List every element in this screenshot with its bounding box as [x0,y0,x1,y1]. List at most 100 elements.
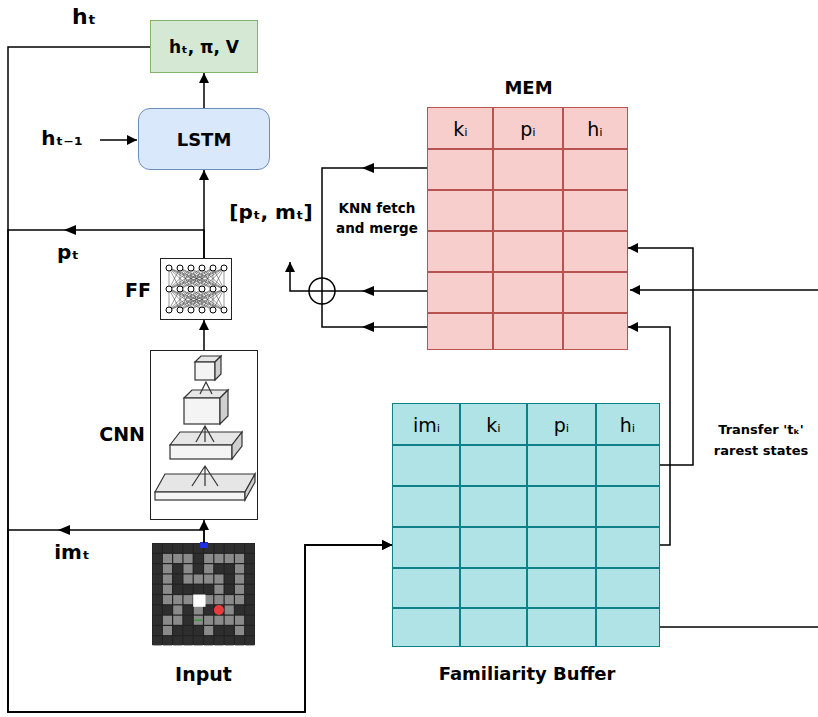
connector [8,530,392,712]
maze-cell [225,595,234,604]
maze-cell [184,616,193,625]
maze-cell [163,605,172,614]
maze-cell [204,636,213,645]
maze-cell [225,544,234,553]
node-text: hᵢ [587,118,602,140]
table-rule [595,404,597,646]
network-unit [221,307,227,313]
table-rule [393,526,659,528]
network-link [213,289,224,310]
table-rule [526,404,528,646]
maze-cell [214,595,223,604]
text-cell: pᵢ [527,404,596,445]
maze-cell [194,585,203,594]
maze-cell [184,605,193,614]
maze-cell [163,636,172,645]
maze-cell [225,564,234,573]
maze-cell [173,585,182,594]
network-icon [166,265,227,313]
maze-cell [184,554,193,563]
maze-cell [235,585,244,594]
signal-label: hₜ₋₁ [26,126,98,150]
memory-table: MEMkᵢpᵢhᵢ [427,107,628,350]
text-cell: kᵢ [460,404,527,445]
memory-write-line [630,289,818,291]
text-cell: Input [122,659,285,689]
maze-cell [153,544,162,553]
maze-cell [225,605,234,614]
maze-cell [173,605,182,614]
network-link [169,268,180,289]
maze-cell [184,564,193,573]
maze-cell [153,564,162,573]
table-rule [459,404,461,646]
connector [203,320,205,350]
maze-cell [245,564,254,573]
network-unit [188,286,194,292]
maze-cell [163,595,172,604]
maze-cell [153,595,162,604]
node-title: imᵢ [413,414,440,436]
network-link [191,268,224,289]
familiarity-buffer: imᵢkᵢpᵢhᵢFamiliarity Buffer [392,403,660,647]
maze-cell [173,626,182,635]
maze-cell [194,554,203,563]
network-unit [177,307,183,313]
maze-cell [214,544,223,553]
network-unit [210,265,216,271]
signal-label: pₜ [42,240,94,264]
network-link [169,268,180,289]
maze-cell [153,605,162,614]
maze-cell [204,564,213,573]
maze-cell [173,595,182,604]
maze-cell [204,616,213,625]
arrowhead [362,163,374,173]
text-cell: hₜ, π, V [151,21,257,72]
maze-cell [153,585,162,594]
network-unit [188,265,194,271]
maze-cell [173,544,182,553]
text-cell: kᵢ [428,108,493,149]
node-text: hᵢ [620,414,635,436]
cnn-icon [155,356,255,500]
node-text: pᵢ [554,414,569,436]
table-rule [428,271,627,273]
node-text: kᵢ [453,118,467,140]
maze-cell [163,616,172,625]
maze-cell [225,626,234,635]
network-unit [199,307,205,313]
maze-cell [214,564,223,573]
maze-cell [153,636,162,645]
node-title: Input [175,663,232,685]
annotation: Transfer 'tₖ' rarest states [708,420,814,462]
maze-cell [153,616,162,625]
node-text: pᵢ [520,118,535,140]
maze-cell [184,626,193,635]
maze-cell [204,626,213,635]
table-rule [393,444,659,446]
maze-cell [194,636,203,645]
output-box: hₜ, π, V [150,20,258,73]
maze-cell [163,554,172,563]
maze-cell [153,575,162,584]
table-rule [428,189,627,191]
maze-cell [173,554,182,563]
buffer-out-line [660,626,818,628]
maze-cell [245,636,254,645]
maze-cell [184,544,193,553]
maze-cell [163,544,172,553]
maze-cell [245,575,254,584]
maze-cell [235,554,244,563]
table-rule [393,485,659,487]
connector [203,73,205,108]
node-title: LSTM [177,129,232,150]
text-cell: MEM [428,72,629,102]
text-cell: FF [89,275,151,305]
network-link [169,289,224,310]
signal-label: [pₜ, mₜ] [222,200,320,224]
node-text: kᵢ [486,414,500,436]
node-text: Familiarity Buffer [439,663,616,684]
maze-cell [214,626,223,635]
maze-cell [245,595,254,604]
network-unit [210,286,216,292]
